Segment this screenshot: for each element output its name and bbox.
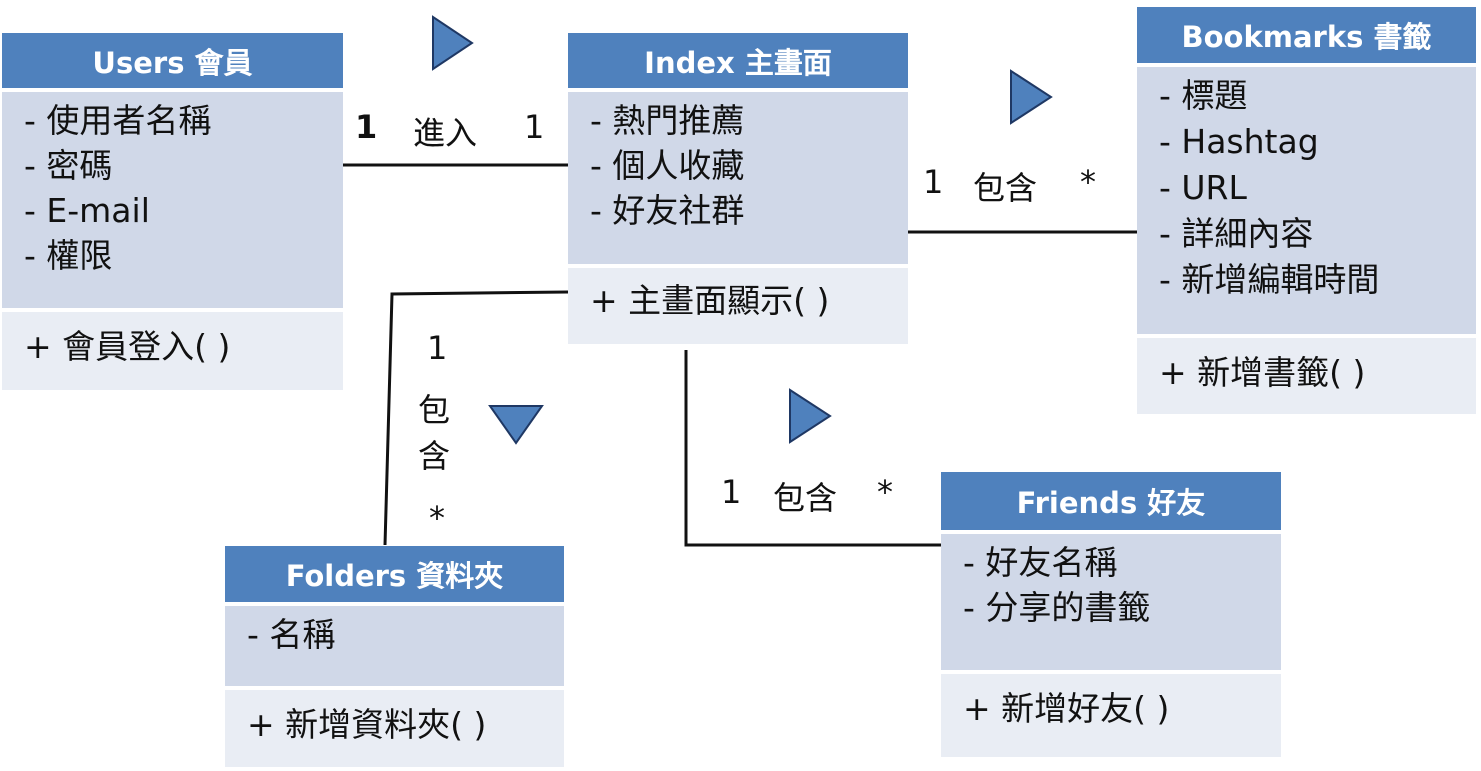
index-folders-line <box>383 290 569 546</box>
index-bookmarks-arrow-icon <box>1010 69 1053 125</box>
users-index-verb: 進入 <box>413 114 478 152</box>
bookmarks-attr-details: - 詳細內容 <box>1159 214 1314 253</box>
bookmarks-operations: + 新增書籤( ) <box>1137 338 1476 414</box>
users-op-login: + 會員登入( ) <box>24 327 231 366</box>
index-friends-verb: 包含 <box>773 479 838 517</box>
index-attr-community: - 好友社群 <box>590 191 745 230</box>
users-attr-email: - E-mail <box>24 191 150 230</box>
index-friends-line <box>684 350 941 547</box>
index-folders-verb-char-2: 含 <box>417 437 450 475</box>
friends-attr-name: - 好友名稱 <box>963 543 1118 582</box>
users-class-header: Users 會員 <box>2 33 343 88</box>
bookmarks-attr-hashtag: - Hashtag <box>1159 122 1319 161</box>
bookmarks-attr-url: - URL <box>1159 168 1247 207</box>
index-friends-source-mult: 1 <box>721 473 742 511</box>
index-class: Index 主畫面 - 熱門推薦 - 個人收藏 - 好友社群 + 主畫面顯示( … <box>568 33 908 344</box>
bookmarks-class: Bookmarks 書籤 - 標題 - Hashtag - URL - 詳細內容… <box>1137 7 1476 414</box>
users-index-source-mult: 1 <box>355 108 378 146</box>
users-attr-username: - 使用者名稱 <box>24 101 212 140</box>
friends-class: Friends 好友 - 好友名稱 - 分享的書籤 + 新增好友( ) <box>941 472 1281 757</box>
users-index-target-mult: 1 <box>524 108 545 146</box>
bookmarks-attributes: - 標題 - Hashtag - URL - 詳細內容 - 新增編輯時間 <box>1137 67 1476 334</box>
index-bookmarks-target-mult: * <box>1080 163 1096 201</box>
users-attr-permission: - 權限 <box>24 236 113 275</box>
index-friends-arrow-icon <box>789 388 832 444</box>
index-bookmarks-verb: 包含 <box>973 169 1038 207</box>
folders-op-add: + 新增資料夾( ) <box>247 705 487 744</box>
friends-attributes: - 好友名稱 - 分享的書籤 <box>941 534 1281 670</box>
index-operations: + 主畫面顯示( ) <box>568 268 908 344</box>
bookmarks-attr-title: - 標題 <box>1159 76 1248 115</box>
index-class-header: Index 主畫面 <box>568 33 908 88</box>
friends-operations: + 新增好友( ) <box>941 674 1281 757</box>
users-attr-password: - 密碼 <box>24 146 113 185</box>
friends-class-header: Friends 好友 <box>941 472 1281 530</box>
users-attributes: - 使用者名稱 - 密碼 - E-mail - 權限 <box>2 92 343 308</box>
index-folders-arrow-icon <box>488 405 544 445</box>
bookmarks-class-header: Bookmarks 書籤 <box>1137 7 1476 63</box>
friends-op-add: + 新增好友( ) <box>963 689 1170 728</box>
index-attributes: - 熱門推薦 - 個人收藏 - 好友社群 <box>568 92 908 264</box>
users-class: Users 會員 - 使用者名稱 - 密碼 - E-mail - 權限 + 會員… <box>2 33 343 390</box>
index-folders-verb-char-1: 包 <box>417 391 450 429</box>
folders-operations: + 新增資料夾( ) <box>225 690 564 767</box>
friends-attr-shared: - 分享的書籤 <box>963 588 1151 627</box>
users-index-arrow-icon <box>432 15 474 71</box>
index-bookmarks-source-mult: 1 <box>923 163 944 201</box>
folders-attributes: - 名稱 <box>225 606 564 686</box>
bookmarks-attr-edit-time: - 新增編輯時間 <box>1159 260 1380 299</box>
folders-class-header: Folders 資料夾 <box>225 546 564 602</box>
folders-class: Folders 資料夾 - 名稱 + 新增資料夾( ) <box>225 546 564 767</box>
index-attr-popular: - 熱門推薦 <box>590 101 745 140</box>
index-attr-favorites: - 個人收藏 <box>590 146 745 185</box>
index-folders-source-mult: 1 <box>427 329 448 367</box>
bookmarks-op-add: + 新增書籤( ) <box>1159 353 1366 392</box>
index-folders-target-mult: * <box>429 499 445 537</box>
index-friends-target-mult: * <box>877 473 893 511</box>
users-operations: + 會員登入( ) <box>2 312 343 390</box>
index-op-display: + 主畫面顯示( ) <box>590 281 830 320</box>
folders-attr-name: - 名稱 <box>247 615 336 654</box>
